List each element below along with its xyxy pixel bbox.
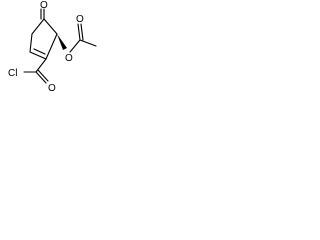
bond-carbonyl-o-2 bbox=[37, 69, 49, 82]
bond-c4-c5 bbox=[43, 18, 58, 35]
atom-label-carbonyl-o: O bbox=[48, 83, 56, 94]
bond-o-acyl bbox=[69, 39, 81, 53]
bond-c2-c1 bbox=[29, 51, 47, 60]
bond-acyl-o-double-2 bbox=[80, 23, 84, 41]
bond-c2-c1-double bbox=[33, 48, 46, 55]
bond-c3-c2 bbox=[29, 33, 33, 53]
wedge-bond bbox=[57, 34, 67, 50]
bond-acyl-methyl bbox=[79, 39, 97, 47]
atom-label-ester-o: O bbox=[65, 53, 73, 64]
atom-label-acyl-o: O bbox=[76, 14, 84, 25]
bond-c3-c4 bbox=[31, 18, 45, 35]
molecule-structure: O O O O Cl bbox=[8, 0, 97, 94]
atom-label-ketone-o: O bbox=[40, 0, 48, 11]
bond-carbonyl-o-1 bbox=[35, 71, 47, 84]
bond-acyl-o-double-1 bbox=[77, 23, 81, 41]
atom-label-cl: Cl bbox=[8, 68, 17, 79]
bond-c1-c5 bbox=[45, 33, 58, 60]
